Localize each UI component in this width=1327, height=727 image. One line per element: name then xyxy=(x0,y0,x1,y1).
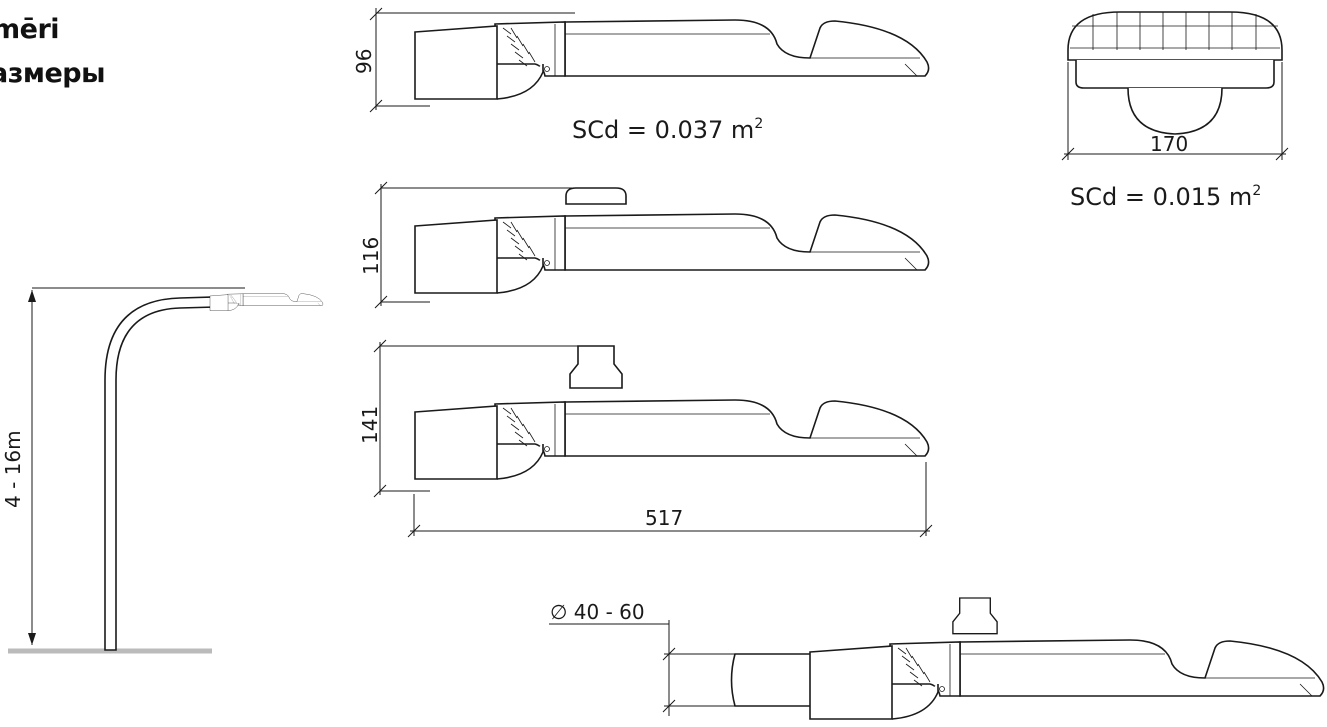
dimension-517: 517 xyxy=(645,506,683,530)
scd-front-label: SCd = 0.015 m2 xyxy=(1070,183,1261,211)
front-view: 170 SCd = 0.015 m2 xyxy=(1061,11,1289,211)
pole-diagram: 4 - 16m xyxy=(1,287,324,654)
dimension-96: 96 xyxy=(352,49,376,74)
dimension-141: 141 xyxy=(358,406,382,444)
luminaire-141: 141 517 xyxy=(358,339,933,538)
scd-side-label: SCd = 0.037 m2 xyxy=(572,116,763,144)
dimension-170: 170 xyxy=(1150,132,1188,156)
heading-latvian: mēri xyxy=(0,14,60,45)
dimension-116: 116 xyxy=(359,237,383,275)
pole-height-label: 4 - 16m xyxy=(1,430,25,508)
diameter-label: ∅ 40 - 60 xyxy=(550,600,645,624)
pole-luminaire xyxy=(209,293,324,311)
mounted-view: ∅ 40 - 60 xyxy=(549,597,1325,720)
pole-shape xyxy=(104,296,216,651)
luminaire-96: 96 SCd = 0.037 m2 xyxy=(352,7,930,144)
luminaire-116: 116 xyxy=(359,181,930,309)
heading-russian: азмеры xyxy=(0,58,106,89)
